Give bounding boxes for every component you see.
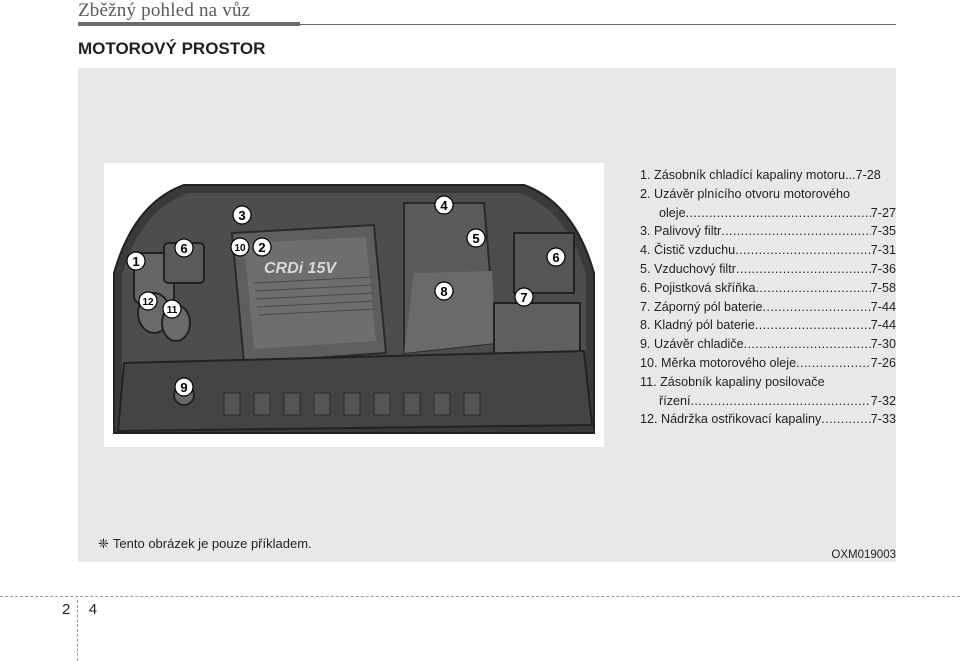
parts-legend: 1. Zásobník chladící kapaliny motoru...7… (640, 166, 896, 429)
page-number: 2 4 (62, 601, 97, 618)
svg-text:12: 12 (142, 297, 154, 308)
legend-item: 12. Nádržka ostřikovací kapaliny 7-33 (640, 410, 896, 429)
svg-text:3: 3 (238, 208, 245, 223)
figure-note: ❈Tento obrázek je pouze příkladem. (98, 536, 312, 552)
callout-7: 7 (514, 287, 534, 307)
engine-illustration: CRDi 15V 1 2 3 4 (104, 163, 604, 447)
legend-item: 5. Vzduchový filtr7-36 (640, 260, 896, 279)
svg-text:8: 8 (440, 284, 447, 299)
chapter-title: Zběžný pohled na vůz (78, 0, 251, 21)
svg-text:6: 6 (552, 250, 559, 265)
legend-item: 1. Zásobník chladící kapaliny motoru...7… (640, 168, 881, 182)
legend-item: 11. Zásobník kapaliny posilovače (640, 374, 825, 389)
footer-rule (0, 596, 960, 597)
legend-item: 2. Uzávěr plnícího otvoru motorového (640, 186, 851, 201)
callout-9: 9 (174, 377, 194, 397)
callout-10: 10 (230, 237, 250, 257)
callout-2: 2 (252, 237, 272, 257)
legend-item: 6. Pojistková skříňka7-58 (640, 279, 896, 298)
svg-text:2: 2 (258, 240, 265, 255)
svg-text:11: 11 (167, 305, 178, 316)
note-text: Tento obrázek je pouze příkladem. (112, 536, 312, 551)
callout-6a: 6 (174, 238, 194, 258)
callout-8: 8 (434, 281, 454, 301)
svg-text:6: 6 (180, 241, 187, 256)
page-chapter: 2 (62, 601, 71, 618)
callout-6b: 6 (546, 247, 566, 267)
callout-4: 4 (434, 195, 454, 215)
callout-1: 1 (126, 251, 146, 271)
legend-item: řízení7-32 (640, 392, 896, 411)
section-title: MOTOROVÝ PROSTOR (78, 39, 266, 58)
legend-item: 9. Uzávěr chladiče7-30 (640, 335, 896, 354)
page-index: 4 (88, 601, 98, 618)
engine-cover-text: CRDi 15V (264, 260, 337, 277)
header-rule (300, 24, 896, 25)
svg-text:1: 1 (132, 254, 139, 269)
svg-text:9: 9 (180, 380, 187, 395)
svg-text:4: 4 (440, 198, 448, 213)
legend-item: 7. Záporný pól baterie7-44 (640, 298, 896, 317)
callout-12: 12 (138, 291, 158, 311)
legend-item: 4. Čistič vzduchu7-31 (640, 241, 896, 260)
figure-code: OXM019003 (831, 549, 896, 561)
callout-11: 11 (162, 299, 182, 319)
callout-3: 3 (232, 205, 252, 225)
note-symbol: ❈ (98, 536, 109, 551)
header-bar (78, 22, 300, 26)
callout-5: 5 (466, 228, 486, 248)
legend-item: 3. Palivový filtr7-35 (640, 222, 896, 241)
legend-item: oleje7-27 (640, 204, 896, 223)
svg-text:10: 10 (234, 243, 246, 254)
svg-text:5: 5 (472, 231, 479, 246)
svg-text:7: 7 (520, 290, 527, 305)
footer-separator (77, 600, 78, 661)
legend-item: 8. Kladný pól baterie7-44 (640, 316, 896, 335)
legend-item: 10. Měrka motorového oleje7-26 (640, 354, 896, 373)
